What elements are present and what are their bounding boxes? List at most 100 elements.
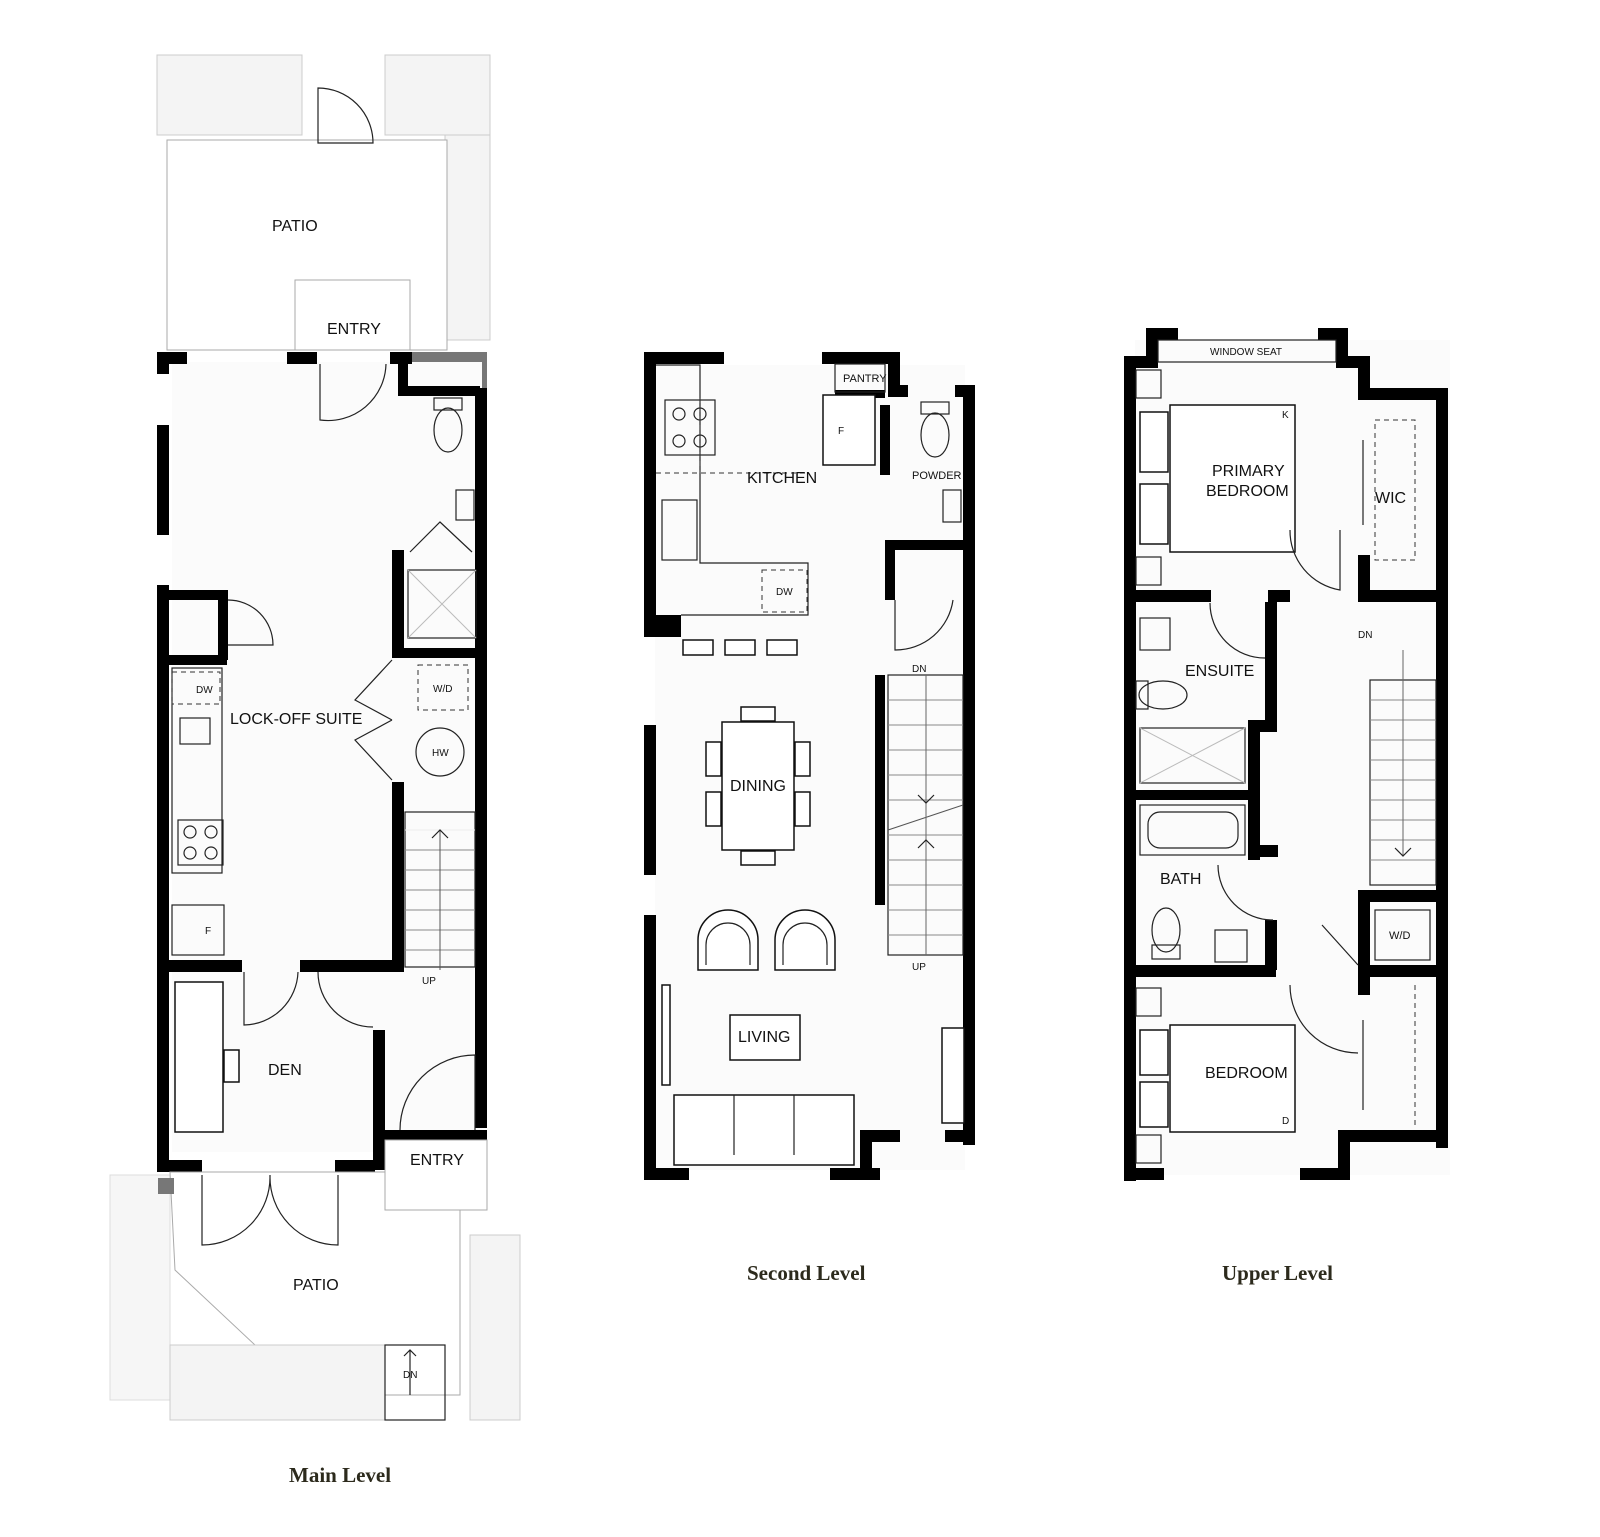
main-up-label: UP (422, 976, 436, 987)
wd-door-swing (1289, 924, 1359, 1054)
wall (392, 648, 480, 658)
bedroom-label: BEDROOM (1205, 1065, 1288, 1082)
front-door-swing (399, 1054, 476, 1131)
pillow (1139, 1029, 1169, 1076)
bath-door-swing (1217, 864, 1274, 921)
nightstand (1135, 987, 1162, 1017)
patio-top-label: PATIO (272, 218, 318, 235)
kitchen-counter (656, 364, 809, 616)
dining-chair (740, 850, 776, 866)
wall (287, 352, 317, 364)
wall (1248, 720, 1260, 860)
entry-door-swing (319, 363, 387, 422)
wd-label: W/D (433, 684, 452, 695)
ensuite-sink (1139, 617, 1171, 651)
nightstand (1135, 369, 1162, 399)
powder-label: POWDER (912, 470, 962, 482)
upper-wd-label: W/D (1389, 930, 1410, 942)
wall (644, 1168, 689, 1180)
shower-diagonal (1139, 727, 1246, 784)
wall (398, 386, 480, 396)
wall (860, 1130, 872, 1180)
wall (157, 585, 169, 1170)
wall (885, 540, 965, 550)
entry-step (384, 1139, 488, 1211)
kitchen-label: KITCHEN (747, 470, 817, 487)
armchair (774, 909, 836, 971)
toilet-tank (433, 397, 463, 411)
landscape-top-right (384, 54, 491, 136)
wall (385, 1130, 487, 1140)
window-seat (1157, 339, 1337, 363)
wall (1268, 590, 1290, 602)
kitchen-sink (179, 717, 211, 745)
dining-chair (740, 706, 776, 722)
burner (204, 846, 218, 860)
wall (963, 385, 975, 1145)
den-desk (174, 981, 224, 1133)
wall (644, 725, 656, 875)
shower-diagonal (407, 569, 477, 639)
bed (1169, 1024, 1296, 1133)
wall (656, 615, 681, 637)
wall (1124, 1168, 1164, 1180)
landscape-bottom-right (469, 1234, 521, 1421)
wall (885, 540, 895, 600)
upper-cabinets (656, 398, 808, 474)
pillow (1139, 483, 1169, 545)
stone-pavers-bottom (158, 1178, 174, 1194)
powder-sink (942, 489, 962, 523)
stool (682, 639, 714, 656)
wall (835, 390, 885, 398)
wall (157, 590, 225, 600)
console-table (941, 1027, 965, 1124)
ensuite-door-swing (1209, 602, 1266, 659)
wall (1300, 1168, 1350, 1180)
wic-shelving (1374, 419, 1416, 561)
pantry-label: PANTRY (843, 373, 887, 385)
laundry-bifold (354, 659, 393, 781)
ensuite-shower (1139, 727, 1246, 784)
main-level-caption: Main Level (289, 1463, 391, 1487)
wall (218, 590, 228, 660)
wall (392, 550, 404, 650)
toilet (1138, 680, 1188, 710)
kitchen-sink (661, 499, 698, 561)
bath-door-swing (409, 521, 473, 553)
bath-sink (455, 489, 475, 521)
wall (888, 352, 900, 392)
dw-label: DW (776, 587, 793, 598)
hw-label: HW (432, 748, 449, 759)
nightstand (1135, 1134, 1162, 1164)
burner (672, 434, 686, 448)
primary-bed (1169, 404, 1296, 553)
bathtub (1139, 804, 1246, 856)
primary-bedroom-label-2: BEDROOM (1206, 483, 1289, 500)
toilet-tank (1135, 680, 1149, 710)
wall (880, 405, 890, 475)
dining-chair (705, 791, 722, 827)
wall (1136, 590, 1211, 602)
burner (183, 846, 197, 860)
upper-stairs (1369, 650, 1437, 886)
cooktop (177, 819, 224, 866)
wall (1358, 965, 1448, 977)
primary-bedroom-label-1: PRIMARY (1212, 463, 1285, 480)
main-stairs (404, 811, 476, 970)
wall (830, 1168, 880, 1180)
wall (392, 782, 404, 972)
patio-stair-arrow (403, 1349, 417, 1395)
den-door-swing-2 (317, 971, 374, 1028)
washer-dryer (1374, 909, 1431, 961)
pillow (1139, 411, 1169, 473)
wall (157, 1160, 202, 1172)
window-seat-label: WINDOW SEAT (1210, 347, 1282, 358)
stool (766, 639, 798, 656)
toilet-tank (920, 401, 950, 415)
wall (644, 352, 656, 637)
bed-d-label: D (1282, 1116, 1289, 1127)
second-dn-label: DN (912, 664, 926, 675)
lockoff-suite-label: LOCK-OFF SUITE (230, 711, 362, 728)
wall (335, 1160, 375, 1172)
